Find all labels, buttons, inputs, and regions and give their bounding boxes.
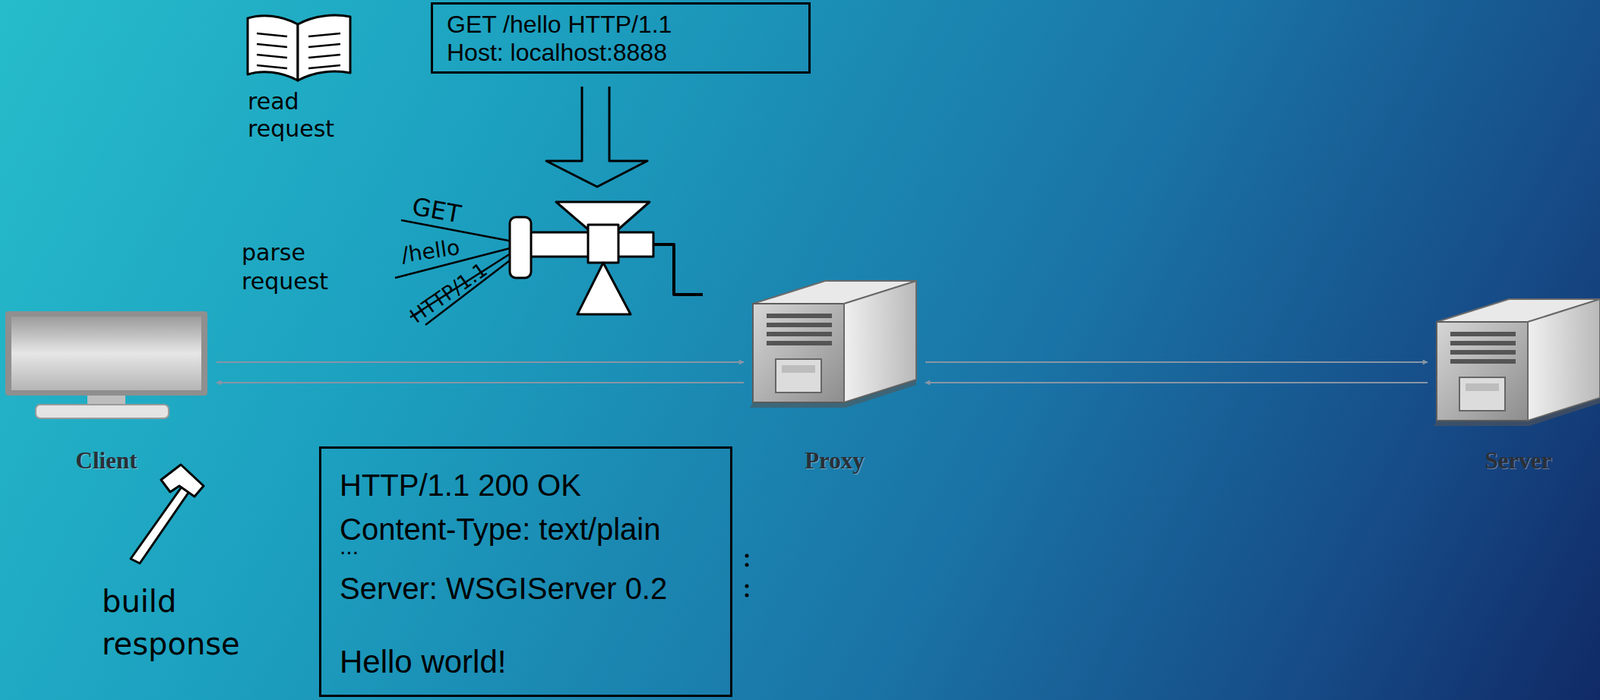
host-label: Server bbox=[1421, 447, 1600, 475]
host-label: Proxy bbox=[737, 447, 932, 475]
step-label: parse request bbox=[241, 238, 356, 297]
step-label: build response bbox=[101, 580, 254, 666]
message-line: GET /hello HTTP/1.1 bbox=[446, 11, 672, 38]
step-label: read request bbox=[247, 88, 355, 143]
server-icon bbox=[1433, 299, 1600, 427]
response-box: HTTP/1.1 200 OK Content-Type: text/plain.… bbox=[319, 446, 733, 698]
message-line: Server: WSGIServer 0.2 bbox=[339, 572, 668, 606]
client-monitor bbox=[5, 311, 208, 419]
flow-arrow bbox=[546, 86, 648, 187]
message-line: ... bbox=[339, 534, 359, 560]
grinder-symbol bbox=[509, 202, 703, 315]
message-line: Host: localhost:8888 bbox=[446, 39, 668, 67]
message-line: Content-Type: text/plain bbox=[339, 512, 661, 547]
proxy-node: Proxy bbox=[752, 277, 917, 475]
client-node: Client bbox=[5, 311, 208, 475]
message-arrow bbox=[925, 382, 1428, 384]
message-line: HTTP/1.1 200 OK bbox=[339, 468, 582, 503]
host-label: Client bbox=[0, 447, 223, 475]
book-icon bbox=[247, 15, 351, 81]
message-arrow bbox=[216, 382, 744, 384]
colon-marks bbox=[745, 554, 750, 598]
message-line: Hello world! bbox=[339, 645, 506, 680]
request-box: GET /hello HTTP/1.1Host: localhost:8888 bbox=[430, 2, 811, 74]
server-node: Server bbox=[1436, 295, 1600, 475]
proxy-icon bbox=[749, 281, 917, 408]
message-arrow bbox=[216, 361, 744, 364]
hammer-icon bbox=[130, 464, 204, 564]
request-part: GET bbox=[410, 192, 498, 236]
message-arrow bbox=[925, 361, 1428, 364]
